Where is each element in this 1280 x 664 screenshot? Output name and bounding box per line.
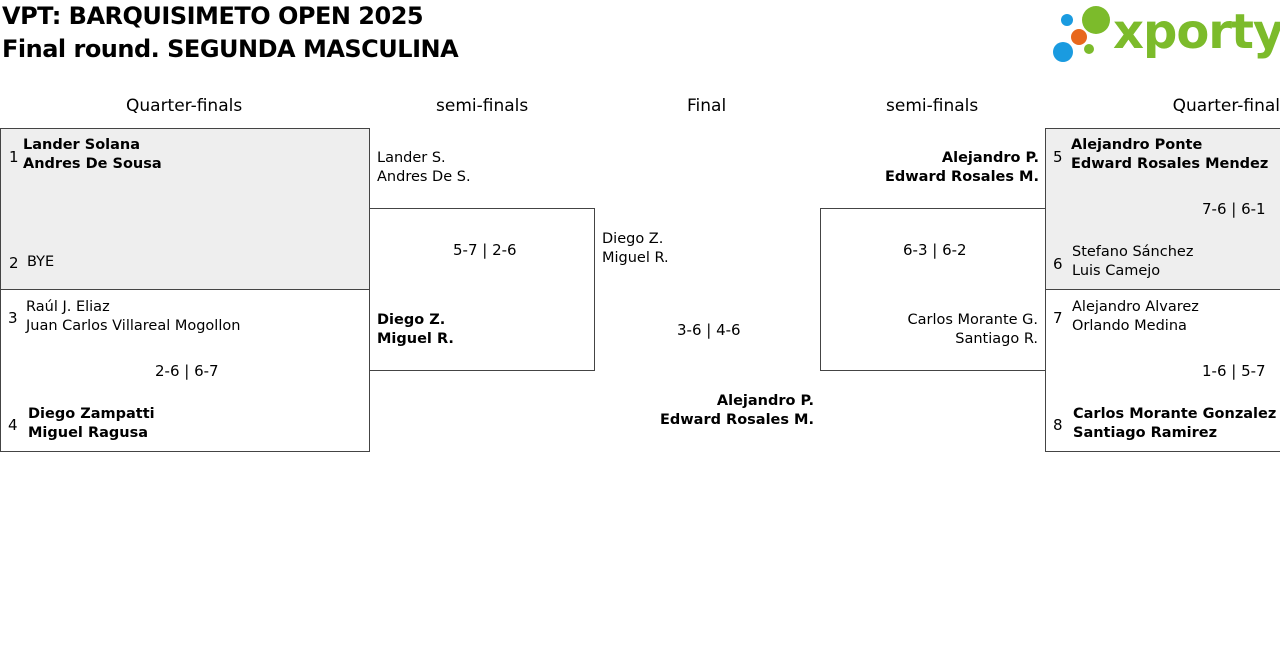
seed-number: 8 (1053, 416, 1063, 434)
player-name: BYE (27, 254, 55, 270)
player-name: Lander S. (377, 150, 446, 166)
player-name: Carlos Morante Gonzalez (1073, 406, 1277, 422)
player-name: Lander Solana (23, 137, 141, 153)
seed-number: 2 (9, 254, 19, 272)
column-header-final: Final (687, 96, 727, 116)
qf-right-match-2[interactable]: 7 Alejandro Alvarez Orlando Medina 1-6 |… (1045, 289, 1280, 452)
match-score: 6-3 | 6-2 (903, 241, 967, 259)
player-name: Juan Carlos Villareal Mogollon (26, 318, 241, 334)
player-name: Alejandro Alvarez (1072, 299, 1199, 315)
qf-right-match-1[interactable]: 5 Alejandro Ponte Edward Rosales Mendez … (1045, 128, 1280, 290)
player-name: Diego Z. (602, 231, 664, 247)
player-name: Raúl J. Eliaz (26, 299, 110, 315)
column-header-sf-right: semi-finals (886, 96, 979, 116)
column-header-sf-left: semi-finals (436, 96, 529, 116)
player-name: Andres De S. (377, 169, 471, 185)
final-score: 3-6 | 4-6 (677, 321, 741, 339)
player-name: Diego Z. (377, 312, 446, 328)
match-score: 7-6 | 6-1 (1202, 200, 1266, 218)
player-name: Alejandro P. (941, 150, 1039, 166)
logo-text: xporty (1113, 4, 1280, 60)
seed-number: 5 (1053, 148, 1063, 166)
player-name: Alejandro P. (716, 393, 814, 409)
qf-left-match-1[interactable]: 1 Lander Solana Andres De Sousa 2 BYE (0, 128, 370, 290)
match-score: 2-6 | 6-7 (155, 362, 219, 380)
round-title: Final round. SEGUNDA MASCULINA (2, 35, 459, 63)
sf-right-match[interactable]: 6-3 | 6-2 Carlos Morante G. Santiago R. (820, 208, 1046, 371)
logo-dot-green (1082, 6, 1110, 34)
player-name: Miguel R. (602, 250, 669, 266)
seed-number: 7 (1053, 309, 1063, 327)
player-name: Edward Rosales M. (884, 169, 1039, 185)
logo-dot-blue (1053, 42, 1073, 62)
player-name: Santiago R. (955, 331, 1038, 347)
player-name: Diego Zampatti (28, 406, 155, 422)
seed-number: 6 (1053, 255, 1063, 273)
logo-dot-blue-small (1061, 14, 1073, 26)
player-name: Stefano Sánchez (1072, 244, 1194, 260)
player-name: Miguel Ragusa (28, 425, 149, 441)
seed-number: 3 (8, 309, 18, 327)
logo-dot-orange (1071, 29, 1087, 45)
player-name: Andres De Sousa (23, 156, 162, 172)
player-name: Edward Rosales M. (659, 412, 814, 428)
sf-left-match[interactable]: 5-7 | 2-6 Diego Z. Miguel R. (369, 208, 595, 371)
player-name: Edward Rosales Mendez (1071, 156, 1269, 172)
match-score: 5-7 | 2-6 (453, 241, 517, 259)
seed-number: 4 (8, 416, 18, 434)
player-name: Orlando Medina (1072, 318, 1187, 334)
logo-dot-green-small (1084, 44, 1094, 54)
xporty-logo: xporty (1050, 4, 1280, 68)
tournament-title: VPT: BARQUISIMETO OPEN 2025 (2, 2, 424, 30)
player-name: Luis Camejo (1072, 263, 1161, 279)
column-header-qf-right: Quarter-final (1172, 96, 1280, 116)
player-name: Miguel R. (377, 331, 454, 347)
qf-left-match-2[interactable]: 3 Raúl J. Eliaz Juan Carlos Villareal Mo… (0, 289, 370, 452)
player-name: Santiago Ramirez (1073, 425, 1218, 441)
seed-number: 1 (9, 148, 19, 166)
player-name: Alejandro Ponte (1071, 137, 1203, 153)
match-score: 1-6 | 5-7 (1202, 362, 1266, 380)
column-header-qf-left: Quarter-finals (126, 96, 243, 116)
player-name: Carlos Morante G. (907, 312, 1038, 328)
